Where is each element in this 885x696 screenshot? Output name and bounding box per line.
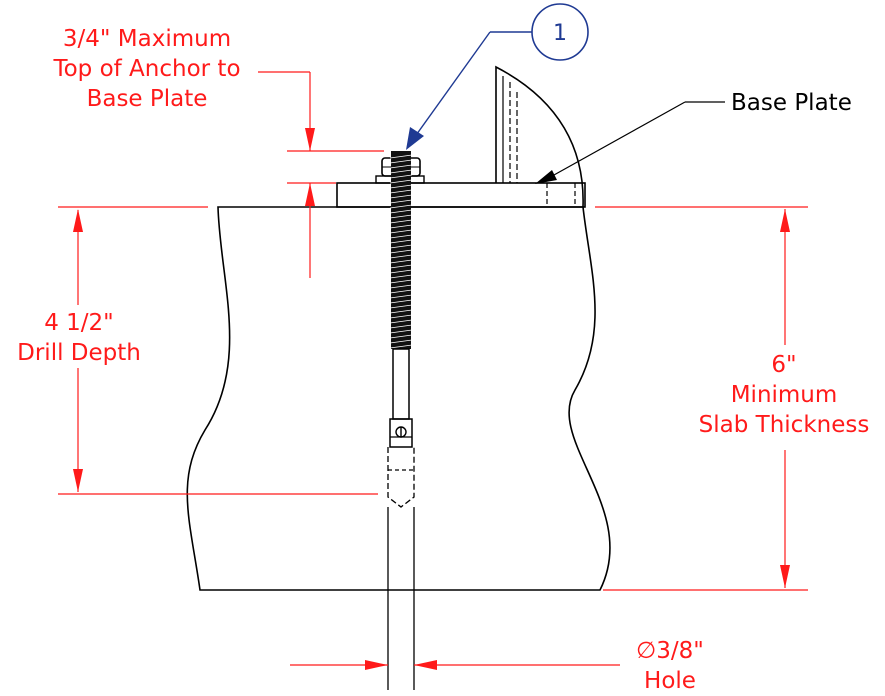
label-hole-diameter: ∅3/8" Hole xyxy=(636,638,704,694)
expansion-clip xyxy=(389,418,413,448)
base-plate-leader xyxy=(535,101,725,184)
label-slab-thickness: 6" Minimum Slab Thickness xyxy=(698,352,870,438)
base-plate xyxy=(336,182,586,208)
thread-line xyxy=(389,284,413,289)
label-base-plate: Base Plate xyxy=(731,90,852,116)
thread-line xyxy=(389,174,413,179)
thread-line xyxy=(389,329,413,334)
thread-line xyxy=(389,269,413,274)
thread-line xyxy=(389,299,413,304)
dimension-slab-thickness xyxy=(595,206,808,591)
thread-line xyxy=(389,194,413,199)
label-drill-depth: 4 1/2" Drill Depth xyxy=(17,310,141,366)
label-top-anchor: 3/4" Maximum Top of Anchor to Base Plate xyxy=(53,26,241,112)
thread-line xyxy=(389,219,413,224)
thread-line xyxy=(389,339,413,344)
thread-line xyxy=(389,334,413,339)
thread-line xyxy=(389,289,413,294)
thread-line xyxy=(389,179,413,184)
thread-line xyxy=(389,224,413,229)
thread-line xyxy=(389,244,413,249)
dimension-top-of-anchor xyxy=(258,71,384,278)
thread-line xyxy=(389,199,413,204)
thread-line xyxy=(389,254,413,259)
thread-line xyxy=(389,184,413,189)
thread-line xyxy=(389,264,413,269)
concrete-slab-outline xyxy=(186,206,611,591)
thread-line xyxy=(389,309,413,314)
thread-line xyxy=(389,324,413,329)
thread-line xyxy=(389,229,413,234)
thread-line xyxy=(389,304,413,309)
thread-line xyxy=(389,164,413,169)
thread-line xyxy=(389,204,413,209)
thread-line xyxy=(389,259,413,264)
thread-line xyxy=(389,154,413,159)
thread-line xyxy=(389,279,413,284)
thread-line xyxy=(389,274,413,279)
callout-number: 1 xyxy=(553,21,567,46)
thread-line xyxy=(389,209,413,214)
thread-line xyxy=(389,169,413,174)
dimension-drill-depth xyxy=(58,206,378,495)
thread-line xyxy=(389,314,413,319)
column-section xyxy=(495,65,584,208)
callout-arrowhead xyxy=(406,127,424,150)
thread-line xyxy=(389,294,413,299)
drilled-hole-hidden xyxy=(387,447,415,508)
diameter-icon: ∅ xyxy=(636,638,657,664)
thread-line xyxy=(389,239,413,244)
callout-1: 1 xyxy=(406,3,589,150)
thread-line xyxy=(389,234,413,239)
thread-line xyxy=(389,319,413,324)
dimension-hole-diameter xyxy=(290,660,620,670)
anchor-threads xyxy=(389,154,413,349)
thread-line xyxy=(389,159,413,164)
thread-line xyxy=(389,189,413,194)
thread-line xyxy=(389,249,413,254)
anchor-shank xyxy=(392,348,410,420)
thread-line xyxy=(389,344,413,349)
thread-line xyxy=(389,214,413,219)
